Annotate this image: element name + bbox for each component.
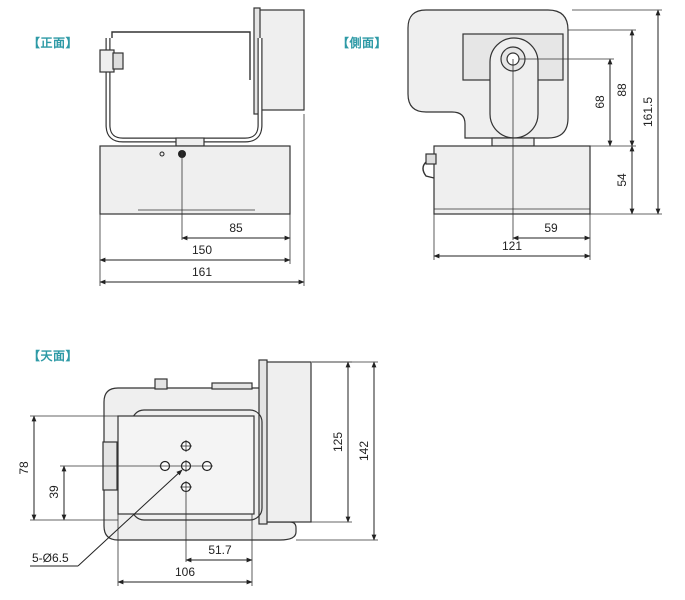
side-dim-161-5: 161.5 bbox=[641, 97, 655, 127]
side-connector bbox=[425, 153, 437, 165]
side-dim-54: 54 bbox=[615, 173, 629, 187]
top-hole-callout: 5-Ø6.5 bbox=[32, 551, 69, 565]
top-label-text: 天面 bbox=[40, 349, 66, 363]
top-view: 78 39 125 142 51.7 106 5-Ø6.5 bbox=[17, 359, 378, 586]
top-dim-39: 39 bbox=[47, 485, 61, 499]
front-u-bracket-inner bbox=[106, 38, 262, 142]
side-view: 59 121 68 88 54 161.5 bbox=[407, 9, 662, 260]
front-view: 85 150 161 bbox=[99, 7, 305, 286]
top-rear-plate bbox=[262, 361, 312, 523]
top-view-label: 【天面】 bbox=[28, 349, 79, 363]
front-base-box bbox=[99, 145, 291, 215]
front-dim-150: 150 bbox=[192, 243, 212, 257]
front-hole-small bbox=[159, 151, 165, 157]
top-connector-right bbox=[211, 382, 253, 390]
top-dim-106: 106 bbox=[175, 565, 195, 579]
side-label-text: 側面 bbox=[349, 36, 375, 50]
side-dim-68: 68 bbox=[593, 95, 607, 109]
top-dim-51-7: 51.7 bbox=[208, 543, 232, 557]
front-rear-plate bbox=[257, 9, 305, 111]
front-dim-85: 85 bbox=[229, 221, 243, 235]
front-knob-cap bbox=[112, 52, 124, 70]
front-neck bbox=[175, 137, 205, 147]
top-rear-plate-edge bbox=[258, 359, 268, 525]
front-bracket-rail bbox=[111, 31, 251, 80]
top-dim-142: 142 bbox=[357, 441, 371, 461]
front-label-text: 正面 bbox=[40, 36, 66, 50]
top-hole-leader bbox=[77, 469, 183, 567]
side-dim-121: 121 bbox=[502, 239, 522, 253]
front-view-label: 【正面】 bbox=[28, 36, 79, 50]
side-base-box bbox=[433, 145, 591, 215]
front-dim-161: 161 bbox=[192, 265, 212, 279]
side-dim-88: 88 bbox=[615, 83, 629, 97]
side-view-label: 【側面】 bbox=[337, 36, 388, 50]
front-left-knob bbox=[99, 49, 115, 73]
top-dim-78: 78 bbox=[17, 461, 31, 475]
top-dim-125: 125 bbox=[331, 432, 345, 452]
front-u-bracket-outer bbox=[105, 38, 263, 143]
top-connector-left bbox=[154, 378, 168, 390]
side-dim-59: 59 bbox=[544, 221, 558, 235]
